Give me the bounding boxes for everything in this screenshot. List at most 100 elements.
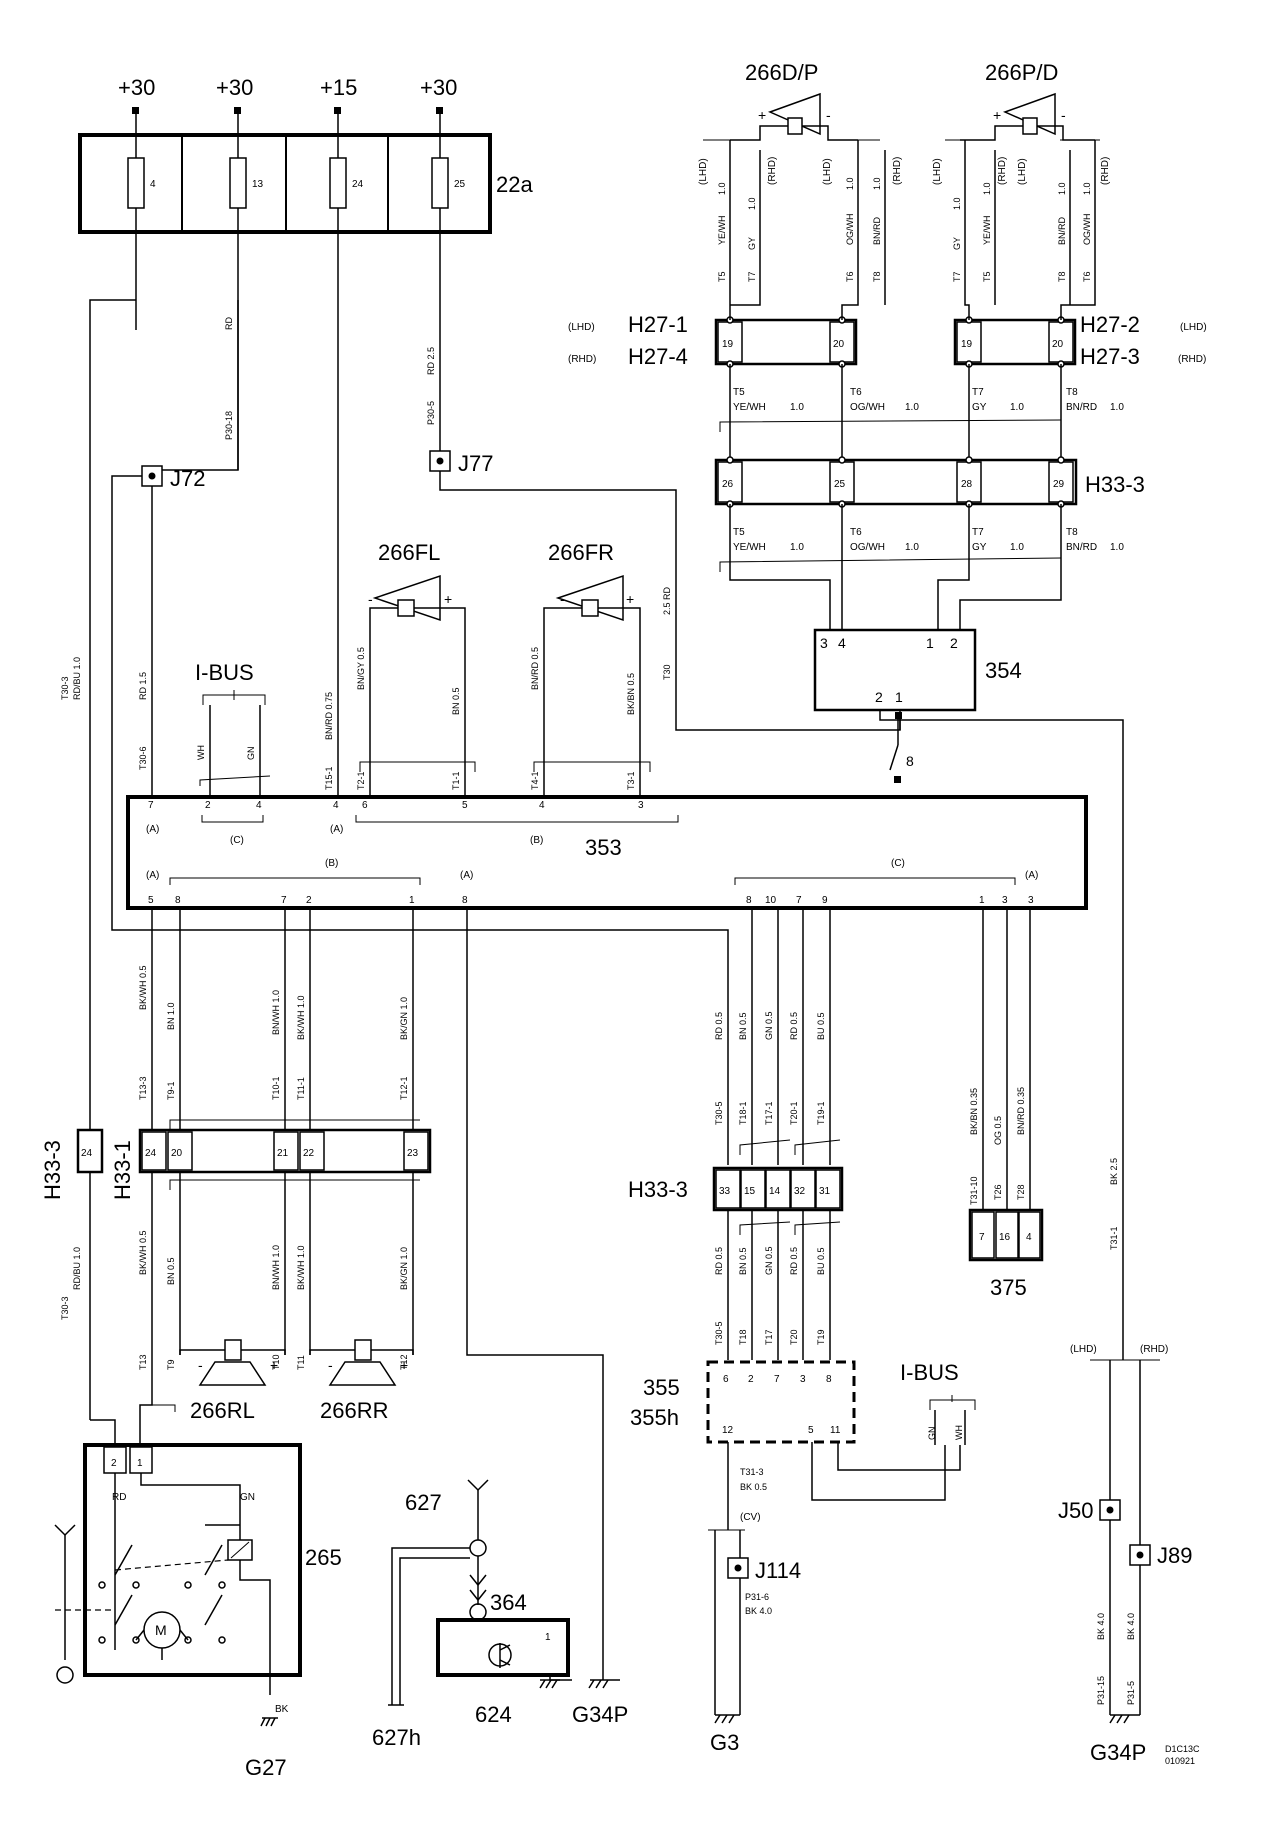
svg-text:BN/RD: BN/RD: [1066, 402, 1097, 413]
component-355: 355 355h 6 2 7 3 8 12 5 11 I-BUS GN WH: [630, 1360, 976, 1501]
svg-text:YE/WH: YE/WH: [717, 215, 727, 245]
svg-text:I-BUS: I-BUS: [195, 660, 254, 685]
svg-text:T20-1: T20-1: [789, 1101, 799, 1125]
svg-text:3: 3: [800, 1374, 806, 1385]
speaker-266fl: 266FL - + T2-1 BN/GY 0.5 T1-1 BN 0.5: [356, 540, 476, 800]
speaker-266pd: 266P/D + -: [960, 60, 1095, 141]
svg-text:7: 7: [148, 800, 154, 811]
svg-text:9: 9: [822, 895, 828, 906]
svg-text:T2-1: T2-1: [356, 771, 366, 790]
svg-text:BK/WH 1.0: BK/WH 1.0: [296, 995, 306, 1040]
svg-text:(C): (C): [230, 835, 244, 846]
svg-text:G34P: G34P: [1090, 1740, 1146, 1765]
svg-text:WH: WH: [196, 745, 206, 760]
component-353: 7 (A) 2 4 (C) 4 (A) 6 5 4 3 (B) 353 (A) …: [126, 795, 1088, 910]
svg-text:BN/GY 0.5: BN/GY 0.5: [356, 647, 366, 690]
h27-to-h33-wires: T5 YE/WH 1.0 T6 OG/WH 1.0 T7 GY 1.0 T8 B…: [719, 364, 1124, 460]
svg-text:H27-3: H27-3: [1080, 344, 1140, 369]
svg-text:+: +: [400, 1357, 408, 1373]
fuse-13: 13: [252, 179, 264, 190]
svg-text:627: 627: [405, 1490, 442, 1515]
svg-text:BK/GN 1.0: BK/GN 1.0: [399, 1247, 409, 1290]
svg-text:BN/RD 0.5: BN/RD 0.5: [530, 647, 540, 690]
svg-text:22: 22: [303, 1148, 315, 1159]
svg-text:1.0: 1.0: [1082, 182, 1092, 195]
svg-text:28: 28: [961, 479, 973, 490]
svg-text:(LHD): (LHD): [568, 322, 595, 333]
fuse-box-id: 22a: [496, 172, 533, 197]
connector-h33-1: H33-1 24 20 21 22 23 T13 BK/WH 0.5 T9 BN…: [110, 1128, 432, 1395]
svg-text:T30-3: T30-3: [60, 1296, 70, 1320]
svg-text:(B): (B): [325, 858, 338, 869]
svg-text:265: 265: [305, 1545, 342, 1570]
svg-text:375: 375: [990, 1275, 1027, 1300]
svg-text:BK/WH 0.5: BK/WH 0.5: [138, 965, 148, 1010]
svg-text:(LHD): (LHD): [932, 158, 943, 185]
svg-text:2: 2: [950, 635, 958, 651]
svg-text:T8: T8: [1066, 527, 1078, 538]
svg-text:M: M: [155, 1622, 167, 1638]
pin-20: 20: [833, 339, 845, 350]
svg-text:1.0: 1.0: [845, 177, 855, 190]
svg-text:T7: T7: [747, 271, 757, 282]
svg-text:OG/WH: OG/WH: [850, 402, 885, 413]
svg-text:1.0: 1.0: [872, 177, 882, 190]
svg-text:6: 6: [723, 1374, 729, 1385]
svg-text:BN/WH 1.0: BN/WH 1.0: [271, 990, 281, 1035]
pin-19: 19: [722, 339, 734, 350]
svg-text:RD 0.5: RD 0.5: [789, 1247, 799, 1275]
connector-h33-3-upper: 26 25 28 29 H33-3: [714, 456, 1145, 508]
diagram-date: 010921: [1165, 1756, 1195, 1766]
svg-text:T10: T10: [271, 1354, 281, 1370]
svg-text:OG 0.5: OG 0.5: [993, 1116, 1003, 1145]
svg-text:BK 0.5: BK 0.5: [740, 1482, 767, 1492]
svg-text:4: 4: [256, 800, 262, 811]
svg-text:5: 5: [462, 800, 468, 811]
svg-text:T6: T6: [850, 387, 862, 398]
power-label-3: +15: [320, 75, 357, 100]
svg-text:BN/WH 1.0: BN/WH 1.0: [271, 1245, 281, 1290]
module-355-upper-wiring: T30-5 RD 0.5 T18-1 BN 0.5 T17-1 GN 0.5 T…: [714, 908, 841, 1165]
svg-text:T6: T6: [845, 271, 855, 282]
svg-text:33: 33: [719, 1186, 731, 1197]
fuse-4: 4: [150, 179, 156, 190]
speaker-266rl: - + 266RL: [179, 1339, 286, 1423]
svg-text:H33-3: H33-3: [40, 1140, 65, 1200]
svg-text:GN: GN: [240, 1492, 255, 1503]
svg-text:GN 0.5: GN 0.5: [764, 1246, 774, 1275]
svg-text:T19-1: T19-1: [816, 1101, 826, 1125]
svg-text:8: 8: [462, 895, 468, 906]
svg-text:G34P: G34P: [572, 1702, 628, 1727]
svg-text:T12-1: T12-1: [399, 1076, 409, 1100]
svg-text:23: 23: [407, 1148, 419, 1159]
svg-text:8: 8: [826, 1374, 832, 1385]
svg-text:BK 4.0: BK 4.0: [745, 1606, 772, 1616]
svg-text:5: 5: [148, 895, 154, 906]
svg-text:T5: T5: [717, 271, 727, 282]
svg-text:1.0: 1.0: [905, 542, 919, 553]
svg-text:-: -: [1061, 107, 1066, 123]
svg-text:1.0: 1.0: [905, 402, 919, 413]
connector-h33-3-lower: H33-3 33 15 14 32 31: [628, 1166, 844, 1212]
svg-text:H33-1: H33-1: [110, 1140, 135, 1200]
svg-text:-: -: [198, 1357, 203, 1373]
svg-text:+: +: [993, 107, 1001, 123]
svg-text:266FR: 266FR: [548, 540, 614, 565]
svg-text:(A): (A): [460, 870, 473, 881]
svg-text:T26: T26: [993, 1184, 1003, 1200]
svg-text:4: 4: [838, 635, 846, 651]
svg-text:T13: T13: [138, 1354, 148, 1370]
svg-text:T17-1: T17-1: [764, 1101, 774, 1125]
wire-rd-25: RD: [224, 317, 234, 330]
svg-text:(RHD): (RHD): [1140, 1344, 1168, 1355]
svg-text:+: +: [444, 591, 452, 607]
svg-text:YE/WH: YE/WH: [982, 215, 992, 245]
svg-text:H27-1: H27-1: [628, 312, 688, 337]
svg-text:RD 1.5: RD 1.5: [138, 672, 148, 700]
svg-text:(A): (A): [1025, 870, 1038, 881]
ground-g34p-middle: G34P: [572, 1679, 628, 1727]
svg-text:(A): (A): [146, 824, 159, 835]
svg-text:T6: T6: [1082, 271, 1092, 282]
